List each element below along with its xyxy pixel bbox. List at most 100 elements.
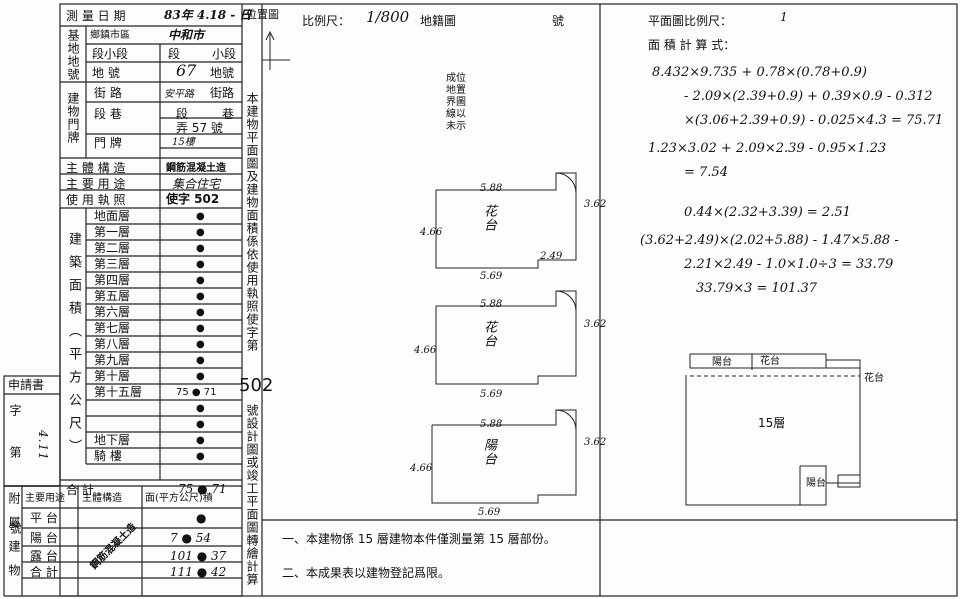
survey-date-value: 83年 4.18 - 日 [164,8,252,22]
floor-area-value: ● [196,371,205,382]
application-ref: 字第 號 [8,404,22,564]
bottom-note-1: 一、本建物係 15 層建物本件僅測量第 15 層部份。 [282,532,556,546]
aux-label: 附屬建物 [7,492,21,588]
calc-line-2: - 2.09×(2.39+0.9) + 0.39×0.9 - 0.312 [684,89,933,104]
floor-area-value: ● [196,291,205,302]
vertical-permit-no: 502 [239,375,274,396]
lane-value-2: 巷 [222,107,235,121]
plan2-dim-right: 3.62 [584,319,607,330]
total-value: 75 ● 71 [178,482,227,496]
section-value: 段 [168,47,181,61]
floor-name: 地面層 [94,209,131,223]
floor-name: 第四層 [94,273,131,287]
area-label: 建築面積（平方公尺） [66,232,81,462]
plan-15f-balcony: 陽台 [806,478,826,489]
plan1-dim-left: 4.66 [420,227,443,238]
site-note-line: 線以 [446,109,466,120]
lot-suffix: 地號 [210,66,235,80]
floor-name: 第五層 [94,289,131,303]
floor-area-value: ● [196,355,205,366]
base-lot-label: 基地地號 [66,29,80,81]
site-note-line: 界圖 [446,97,466,108]
aux-area-value: ● [196,511,207,525]
application-label: 申請書 [8,378,45,392]
door-label: 門 牌 [94,136,122,150]
calc-terrace-a: 0.44×(2.32+3.39) = 2.51 [684,205,851,220]
aux-use-label: 主要用途 [25,493,65,504]
calc-line-1: 8.432×9.735 + 0.78×(0.78+0.9) [652,65,867,80]
total-label: 合 計 [66,483,94,497]
vertical-tail-text: 號設計圖或竣工平面圖轉繪計算 [245,404,259,586]
aux-use: 露 台 [30,549,58,563]
calc-balcony-1: 1.23×3.02 + 2.09×2.39 - 0.95×1.23 [648,141,887,156]
number-label: 號 [552,14,565,28]
cadastral-label: 地籍圖 [420,14,457,28]
floor-name: 地下層 [94,433,131,447]
floor-area-value: ● [196,403,205,414]
floor-area-value: ● [196,307,205,318]
plan-scale-value: 1 [780,10,788,24]
plan3-label: 陽台 [481,438,496,466]
plan2-dim-bottom: 5.69 [480,389,503,400]
use-value: 集合住宅 [172,177,221,191]
site-note-line: 未示 [446,121,466,132]
plan2-dim-left: 4.66 [414,345,437,356]
plan1-dim-bottom: 5.69 [480,271,503,282]
floor-name: 第二層 [94,241,131,255]
plan3-dim-bottom: 5.69 [478,507,501,518]
floor-name: 第七層 [94,321,131,335]
lane-value-1: 段 [176,107,189,121]
plan-15f-terrace-right: 花台 [864,373,884,384]
floor-area-value: ● [196,339,205,350]
floor-area-value: ● [196,211,205,222]
floor-name: 第六層 [94,305,131,319]
scale-label: 比例尺： [302,14,351,28]
application-date: 4.11 [36,430,50,461]
street-suffix: 街路 [210,86,235,100]
street-label: 街 路 [94,86,122,100]
aux-struct-label: 主體構造 [82,493,122,504]
plan1-dim-corner: 2.49 [540,251,563,262]
floor-name: 第八層 [94,337,131,351]
structure-value: 鋼筋混凝土造 [166,163,226,174]
subsection-label: 小段 [212,47,237,61]
plan1-label: 花台 [481,204,496,232]
location-map-label: 位置圖 [246,8,279,21]
lane-label: 段 巷 [94,107,122,121]
bottom-note-2: 二、本成果表以建物登記爲限。 [282,566,451,580]
floor-name: 第九層 [94,353,131,367]
floor-name: 第三層 [94,257,131,271]
plan3-dim-top: 5.88 [480,419,503,430]
use-label: 主 要 用 途 [66,177,126,191]
lot-label: 地 號 [92,66,120,80]
plan2-dim-top: 5.88 [480,299,503,310]
floor-area-value: ● [196,323,205,334]
plan-15f-balcony-top: 陽台 [712,357,732,368]
floor-name: 第十五層 [94,385,143,399]
aux-area-value: 111 ● 42 [170,565,227,579]
floor-area-value: ● [196,419,205,430]
floor-name: 第一層 [94,225,131,239]
area-calc-label: 面 積 計 算 式： [648,38,736,52]
scale-value: 1/800 [366,8,410,26]
plan1-dim-right: 3.62 [584,199,607,210]
calc-balcony-2: = 7.54 [684,165,728,180]
floor-area-value: ● [196,259,205,270]
structure-label: 主 體 構 造 [66,161,126,175]
alley-value: 弄 57 號 [176,121,223,135]
plan3-dim-left: 4.66 [410,463,433,474]
floor-value: 15樓 [172,137,195,148]
aux-use: 平 台 [30,511,58,525]
lot-value: 67 [176,61,197,80]
aux-use: 合 計 [30,565,58,579]
plan-15f-terrace: 花台 [760,356,780,367]
floor-area-value: 75 ● 71 [176,387,217,398]
floor-area-value: ● [196,275,205,286]
aux-area-value: 101 ● 37 [170,549,227,563]
base-city-label: 鄉鎮市區 [90,30,130,41]
floor-area-value: ● [196,451,205,462]
plan-scale-label: 平面圖比例尺： [648,14,733,28]
aux-area-label: 面(平方公尺)積 [145,493,213,504]
